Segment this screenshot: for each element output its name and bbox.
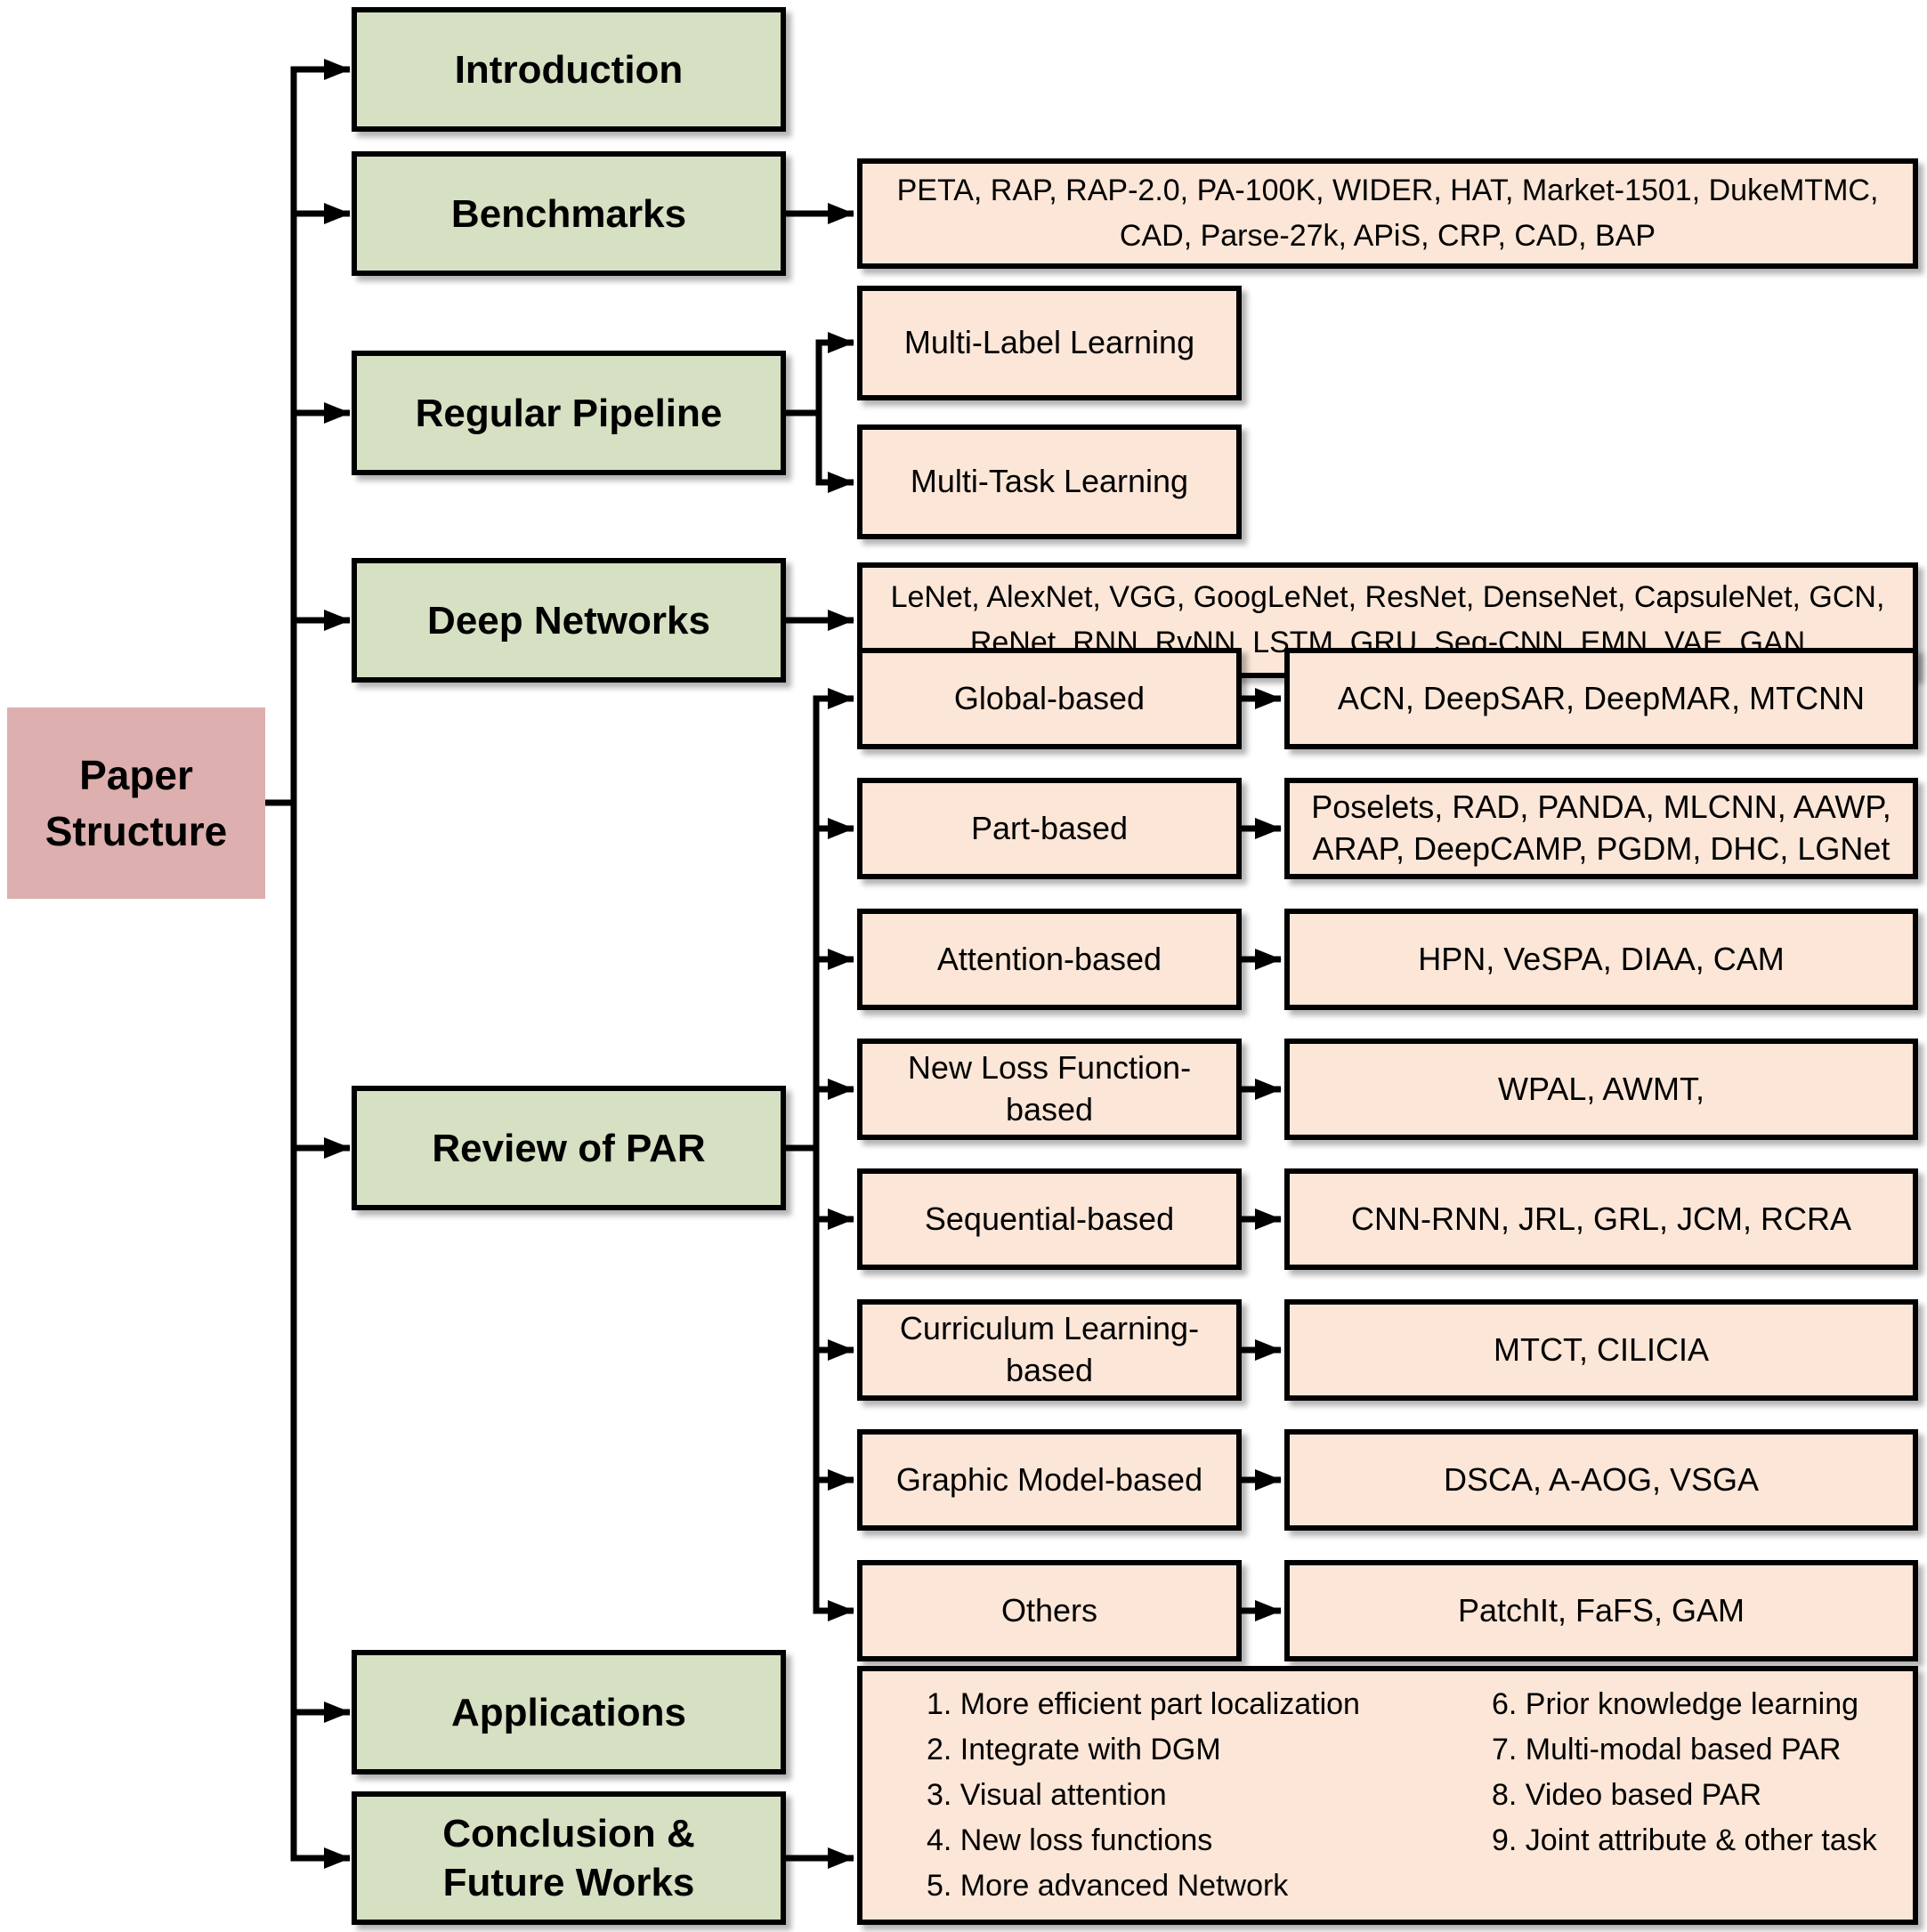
pipeline-multi-label-learning: Multi-Label Learning	[857, 286, 1242, 400]
method-names: PatchIt, FaFS, GAM	[1457, 1591, 1745, 1629]
root-label: Paper Structure	[45, 752, 228, 854]
category-label: Graphic Model-based	[895, 1460, 1203, 1498]
section-applications: Applications	[352, 1650, 786, 1774]
pipeline-multi-task-learning: Multi-Task Learning	[857, 424, 1242, 539]
category-part-based: Part-based	[857, 778, 1242, 879]
method-names: HPN, VeSPA, DIAA, CAM	[1418, 940, 1785, 977]
category-label: Attention-based	[936, 940, 1162, 977]
category-others: Others	[857, 1560, 1242, 1661]
future-item: 5. More advanced Network	[927, 1869, 1289, 1903]
category-label: Sequential-based	[924, 1200, 1175, 1237]
methods-global-based: ACN, DeepSAR, DeepMAR, MTCNN	[1284, 648, 1918, 749]
category-label: Others	[1000, 1591, 1098, 1629]
future-item: 1. More efficient part localization	[927, 1687, 1360, 1721]
method-names: MTCT, CILICIA	[1493, 1330, 1709, 1368]
methods-curriculum-learning-based: MTCT, CILICIA	[1284, 1299, 1918, 1401]
methods-attention-based: HPN, VeSPA, DIAA, CAM	[1284, 909, 1918, 1010]
section-conclusion-future-works: Conclusion & Future Works	[352, 1791, 786, 1925]
future-works-column-left: 1. More efficient part localization 2. I…	[927, 1682, 1492, 1909]
root-node-paper-structure: Paper Structure	[7, 707, 265, 899]
section-deep-networks: Deep Networks	[352, 558, 786, 683]
category-label: Curriculum Learning- based	[899, 1310, 1200, 1388]
pipeline-child-label: Multi-Task Learning	[910, 463, 1189, 500]
category-graphic-model-based: Graphic Model-based	[857, 1429, 1242, 1531]
future-works-columns: 1. More efficient part localization 2. I…	[862, 1682, 1913, 1909]
methods-sequential-based: CNN-RNN, JRL, GRL, JCM, RCRA	[1284, 1168, 1918, 1270]
method-names: ACN, DeepSAR, DeepMAR, MTCNN	[1337, 679, 1866, 716]
category-label: Part-based	[970, 809, 1129, 846]
future-item: 3. Visual attention	[927, 1778, 1167, 1812]
section-label: Regular Pipeline	[415, 391, 723, 435]
method-names: DSCA, A-AOG, VSGA	[1443, 1460, 1760, 1498]
benchmarks-dataset-list: PETA, RAP, RAP-2.0, PA-100K, WIDER, HAT,…	[857, 158, 1918, 269]
section-label: Benchmarks	[450, 191, 687, 236]
category-sequential-based: Sequential-based	[857, 1168, 1242, 1270]
pipeline-child-label: Multi-Label Learning	[903, 324, 1195, 361]
methods-part-based: Poselets, RAD, PANDA, MLCNN, AAWP, ARAP,…	[1284, 778, 1918, 879]
section-benchmarks: Benchmarks	[352, 151, 786, 276]
category-new-loss-function-based: New Loss Function- based	[857, 1039, 1242, 1140]
future-item: 4. New loss functions	[927, 1823, 1213, 1857]
category-label: Global-based	[953, 679, 1146, 716]
methods-new-loss-function-based: WPAL, AWMT,	[1284, 1039, 1918, 1140]
section-label: Introduction	[454, 47, 684, 92]
future-item: 2. Integrate with DGM	[927, 1733, 1221, 1766]
section-label: Deep Networks	[427, 598, 710, 643]
future-item: 6. Prior knowledge learning	[1492, 1687, 1859, 1721]
section-review-of-par: Review of PAR	[352, 1086, 786, 1210]
category-curriculum-learning-based: Curriculum Learning- based	[857, 1299, 1242, 1401]
section-label: Review of PAR	[432, 1126, 706, 1170]
category-attention-based: Attention-based	[857, 909, 1242, 1010]
section-introduction: Introduction	[352, 7, 786, 132]
future-item: 9. Joint attribute & other task	[1492, 1823, 1877, 1857]
future-works-column-right: 6. Prior knowledge learning 7. Multi-mod…	[1492, 1682, 1895, 1909]
method-names: Poselets, RAD, PANDA, MLCNN, AAWP, ARAP,…	[1311, 788, 1891, 867]
section-regular-pipeline: Regular Pipeline	[352, 351, 786, 475]
category-global-based: Global-based	[857, 648, 1242, 749]
section-label: Applications	[450, 1690, 687, 1734]
future-works-list: 1. More efficient part localization 2. I…	[857, 1666, 1918, 1925]
methods-graphic-model-based: DSCA, A-AOG, VSGA	[1284, 1429, 1918, 1531]
methods-others: PatchIt, FaFS, GAM	[1284, 1560, 1918, 1661]
method-names: CNN-RNN, JRL, GRL, JCM, RCRA	[1350, 1200, 1852, 1237]
category-label: New Loss Function- based	[907, 1049, 1192, 1128]
method-names: WPAL, AWMT,	[1497, 1070, 1704, 1107]
future-item: 8. Video based PAR	[1492, 1778, 1762, 1812]
dataset-names: PETA, RAP, RAP-2.0, PA-100K, WIDER, HAT,…	[896, 174, 1879, 253]
section-label: Conclusion & Future Works	[442, 1812, 695, 1904]
future-item: 7. Multi-modal based PAR	[1492, 1733, 1842, 1766]
